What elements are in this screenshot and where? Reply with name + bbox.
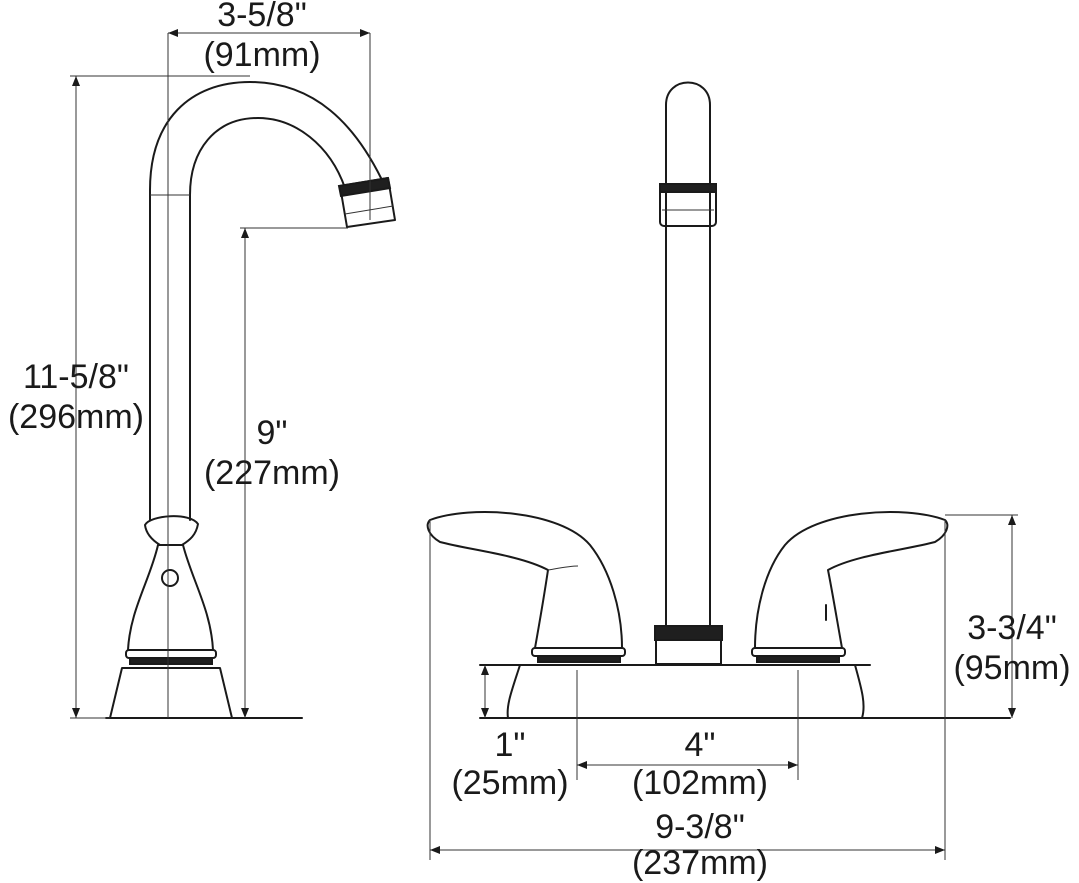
overall-height-metric: (296mm) <box>8 398 144 436</box>
handle-height-metric: (95mm) <box>953 649 1070 687</box>
dimension-labels: 3-5/8" (91mm) 11-5/8" (296mm) 9" (227mm)… <box>8 0 1071 882</box>
faucet-side-view <box>105 81 396 719</box>
overall-width-imperial: 9-3/8" <box>655 808 745 846</box>
front-base-plate <box>506 664 865 719</box>
faucet-front-view <box>426 81 1011 719</box>
spout-reach-metric: (91mm) <box>203 36 320 74</box>
side-valve-body <box>127 544 214 651</box>
front-right-lever <box>754 511 949 649</box>
spout-height-metric: (227mm) <box>204 454 340 492</box>
side-base <box>109 667 233 719</box>
side-set-screw <box>161 569 179 587</box>
overall-width-metric: (237mm) <box>632 844 768 882</box>
side-handle-cap <box>144 515 199 546</box>
spout-reach-imperial: 3-5/8" <box>217 0 307 34</box>
front-left-lever <box>426 511 623 649</box>
overall-height-imperial: 11-5/8" <box>23 358 129 396</box>
side-dimension-lines <box>70 29 371 719</box>
spout-height-imperial: 9" <box>257 414 288 452</box>
side-spout <box>149 81 383 521</box>
base-height-imperial: 1" <box>495 726 526 764</box>
front-dimension-lines <box>429 514 1018 860</box>
base-height-metric: (25mm) <box>451 764 568 802</box>
center-spacing-metric: (102mm) <box>632 764 768 802</box>
center-spacing-imperial: 4" <box>685 726 716 764</box>
handle-height-imperial: 3-3/4" <box>967 609 1057 647</box>
front-spout <box>665 81 711 631</box>
